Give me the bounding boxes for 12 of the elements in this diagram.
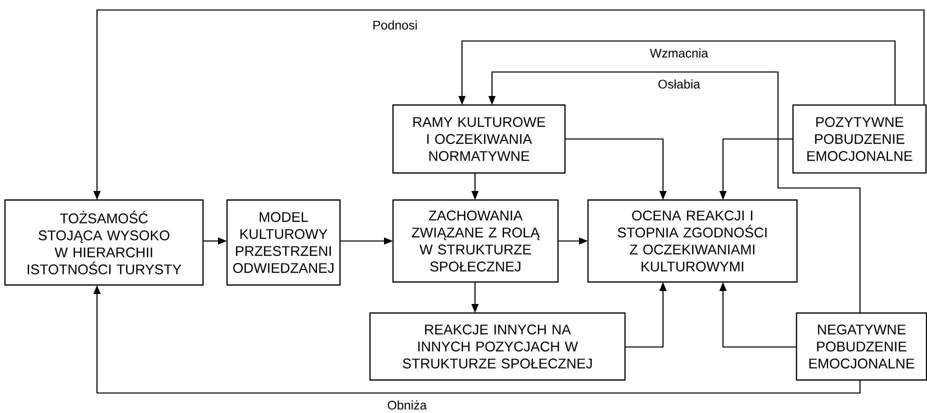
edge-label: Obniża	[388, 400, 427, 410]
process-box: NEGATYWNE POBUDZENIE EMOCJONALNE	[796, 312, 927, 381]
process-box: TOŻSAMOŚĆ STOJĄCA WYSOKO W HIERARCHII ISTOTNOŚCI TURYSTY	[4, 199, 204, 286]
process-box: REAKCJE INNYCH NA INNYCH POZYCJACH W STRUKTURZE SPOŁECZNEJ	[369, 312, 626, 381]
edge-label: Osłabia	[658, 79, 700, 89]
process-box: MODEL KULTUROWY PRZESTRZENI ODWIEDZANEJ	[226, 199, 341, 286]
edge-label: Podnosi	[373, 20, 417, 30]
process-box: OCENA REAKCJI I STOPNIA ZGODNOŚCI Z OCZEKIWANIAMI KULTUROWYMI	[587, 199, 798, 283]
process-box: POZYTYWNE POBUDZENIE EMOCJONALNE	[792, 104, 927, 174]
process-box: RAMY KULTUROWE I OCZEKIWANIA NORMATYWNE	[392, 104, 566, 174]
edge-label: Wzmacnia	[650, 48, 708, 58]
process-box: ZACHOWANIA ZWIĄZANE Z ROLĄ W STRUKTURZE SPOŁECZNEJ	[392, 199, 559, 283]
